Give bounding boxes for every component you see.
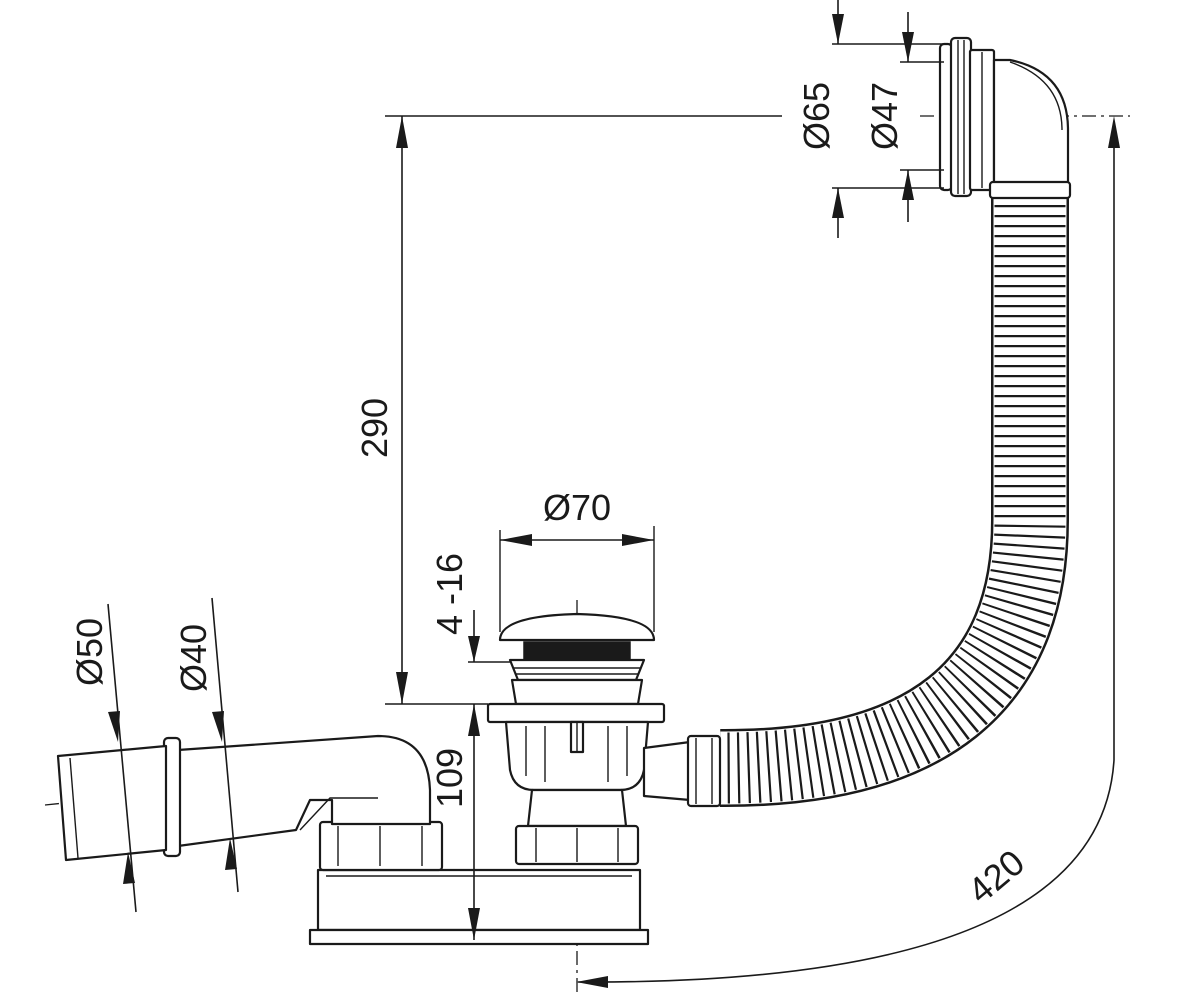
dim-label-4-16: 4 -16 [429,553,470,635]
overflow-ring [949,36,973,198]
dim-overflow-outer-diameter: Ø65 [796,0,944,238]
dim-label-o65: Ø65 [796,82,837,150]
dim-outlet-outer-diameter: Ø50 [69,603,137,913]
overflow-hose-collar [988,180,1072,200]
outlet-pipe-end [56,744,168,862]
trap-base-plate [308,928,650,946]
outlet-elbow [176,734,432,848]
hose-connector-nut [686,734,722,808]
dim-label-o70: Ø70 [543,487,611,528]
flexible-hose [719,185,1069,808]
dim-outlet-inner-diameter: Ø40 [173,597,239,893]
drain-assembly [486,612,722,866]
dim-label-109: 109 [429,748,470,808]
dim-overflow-inner-diameter: Ø47 [864,12,944,222]
dim-stopper-travel: 4 -16 [429,553,510,663]
drain-flange [486,702,666,724]
trap-base [308,820,650,946]
outlet-pipe [56,734,432,862]
stopper-cap [498,612,656,642]
dim-label-290: 290 [354,398,395,458]
stopper-seal [523,641,631,661]
hose-inner [719,185,1067,805]
dim-height-290: 290 [354,115,782,705]
overflow-head [938,36,1072,200]
dim-label-o47: Ø47 [864,82,905,150]
drain-side-connector [642,740,692,802]
trap-body [316,868,642,932]
dim-label-420: 420 [960,841,1032,911]
overflow-elbow [992,58,1070,192]
dim-label-o50: Ø50 [69,618,110,686]
dim-drain-head-diameter: Ø70 [499,487,655,632]
dim-height-109: 109 [429,704,480,940]
dim-label-o40: Ø40 [173,624,214,692]
